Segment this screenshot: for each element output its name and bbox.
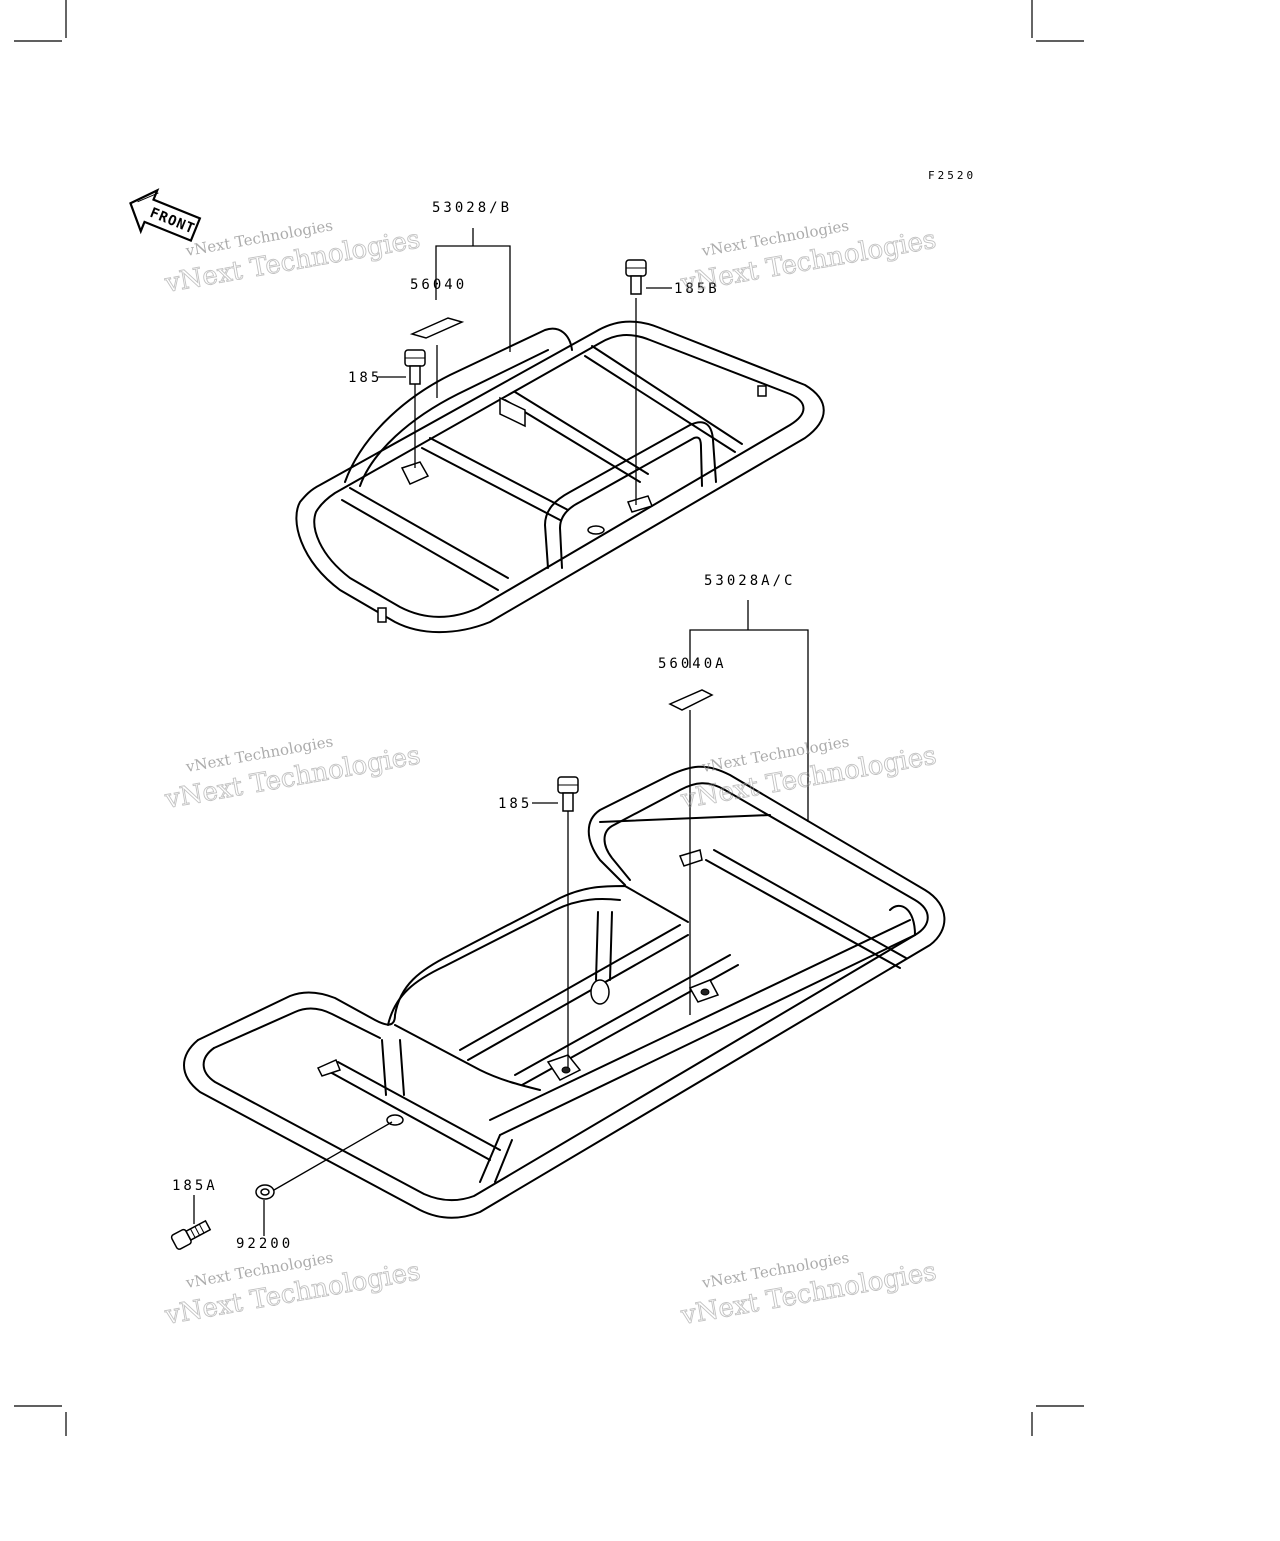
callout-185-lower: 185 — [498, 796, 532, 812]
label-decal-56040a — [668, 689, 714, 711]
callout-185b: 185B — [674, 281, 720, 297]
watermark-middle-right: vNext Technologies vNext Technologies — [678, 732, 939, 815]
callout-53028-b: 53028/B — [432, 200, 512, 216]
callout-53028a-c: 53028A/C — [704, 573, 795, 589]
upper-rack-drawing — [295, 320, 825, 634]
front-direction-arrow-icon: FRONT — [129, 188, 202, 243]
watermark-top-right: vNext Technologies vNext Technologies — [677, 217, 938, 300]
lower-rack-drawing — [183, 765, 946, 1219]
watermark-bottom-right: vNext Technologies vNext Technologies — [678, 1248, 939, 1331]
bolt-185a-icon — [170, 1219, 212, 1250]
bolt-185-lower-icon — [557, 776, 579, 812]
bolt-185b-icon — [625, 259, 647, 295]
callout-56040a: 56040A — [658, 656, 727, 672]
watermark-middle-left: vNext Technologies vNext Technologies — [162, 732, 423, 815]
callout-185-upper: 185 — [348, 370, 382, 386]
bolt-185-upper-icon — [404, 349, 426, 385]
washer-92200-icon — [255, 1184, 275, 1200]
label-decal-56040 — [409, 317, 465, 339]
figure-code: F2520 — [928, 169, 976, 182]
crop-marks — [14, 0, 1084, 1436]
upper-leader-lines — [378, 228, 672, 505]
callout-56040: 56040 — [410, 277, 467, 293]
callout-185a: 185A — [172, 1178, 218, 1194]
lower-leader-lines — [193, 600, 809, 1236]
callout-92200: 92200 — [236, 1236, 293, 1252]
